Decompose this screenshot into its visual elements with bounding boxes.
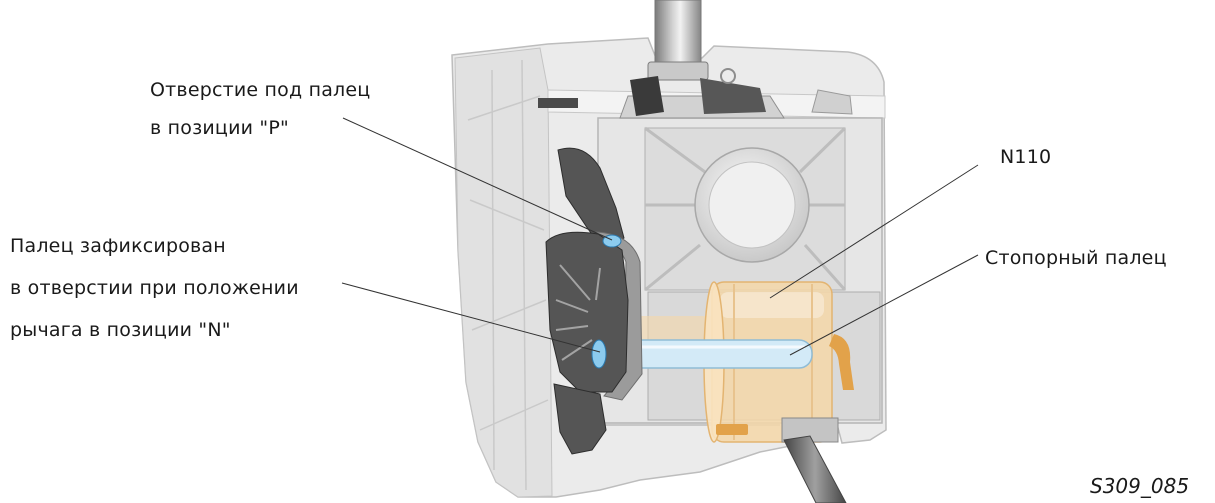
housing-side-wall	[454, 47, 553, 498]
cavity-ribs	[644, 126, 847, 292]
gate-rib	[561, 339, 593, 361]
gate-rib	[559, 264, 591, 301]
cavity-rib	[803, 244, 847, 291]
label-pin-locked-line3: рычага в позиции "N"	[10, 319, 231, 341]
housing-rib	[491, 69, 495, 471]
leader-line-n110	[769, 164, 979, 299]
lower-rod	[783, 435, 847, 503]
spring-pivot	[720, 68, 736, 84]
top-bracket-right	[700, 78, 766, 114]
leader-line-pin-locked	[341, 282, 601, 353]
housing-rib	[469, 199, 545, 231]
label-pin-locked-line2: в отверстии при положении	[10, 277, 299, 299]
top-right-lug	[811, 89, 853, 115]
shaft-collar	[647, 61, 709, 81]
cavity-rib	[644, 243, 701, 292]
gate-plate-tail	[553, 383, 607, 455]
label-n110: N110	[1000, 146, 1052, 168]
cavity-rib	[644, 126, 706, 174]
small-top-block	[538, 98, 578, 108]
hole-position-n	[591, 339, 607, 369]
gate-rib	[555, 325, 589, 331]
orange-clip	[716, 424, 748, 435]
gate-rib	[555, 299, 589, 313]
cavity-rib	[798, 126, 847, 174]
boss-inner	[708, 161, 796, 249]
gate-rib	[595, 267, 601, 301]
label-hole-p-line1: Отверстие под палец	[150, 79, 371, 101]
label-hole-p-line2: в позиции "P"	[150, 117, 289, 139]
housing-rib	[467, 95, 541, 121]
label-pin-locked-line1: Палец зафиксирован	[10, 235, 226, 257]
orange-bracket	[829, 334, 854, 390]
gate-ribs	[555, 264, 601, 361]
top-bracket-left	[630, 76, 664, 116]
solenoid-highlight	[720, 292, 824, 318]
housing-rib	[521, 59, 527, 491]
leader-line-hole-p	[342, 117, 613, 241]
leader-line-locking-pin	[789, 254, 979, 356]
housing-rib	[471, 299, 547, 331]
figure-id: S309_085	[1090, 474, 1190, 498]
housing-rib	[479, 399, 549, 431]
housing-ribs	[467, 59, 549, 491]
label-locking-pin: Стопорный палец	[985, 247, 1167, 269]
